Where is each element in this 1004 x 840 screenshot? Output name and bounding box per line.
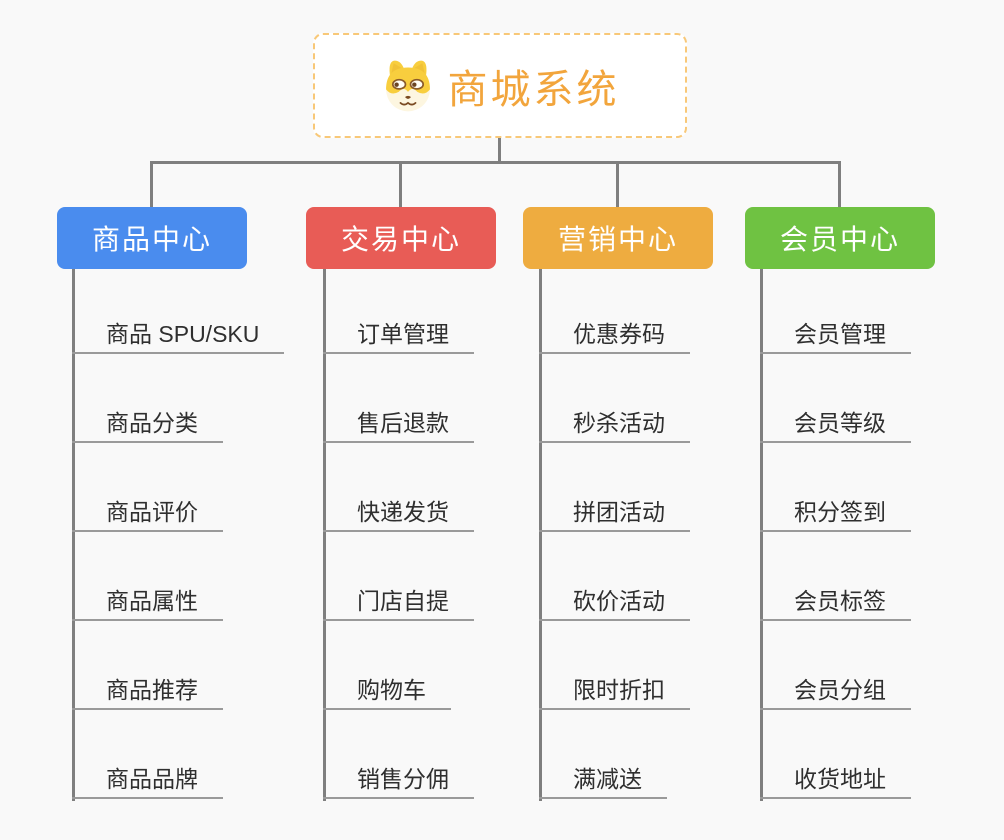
branch-item[interactable]: 商品评价	[72, 482, 223, 532]
branch-item[interactable]: 会员分组	[760, 660, 911, 710]
root-title: 商城系统	[447, 67, 620, 112]
branch-item[interactable]: 快递发货	[323, 482, 474, 532]
branch-item[interactable]: 秒杀活动	[539, 393, 690, 443]
branch-header-marketing[interactable]: 营销中心	[523, 207, 713, 269]
branch-items-trade: 订单管理 售后退款 快递发货 门店自提 购物车 销售分佣	[323, 304, 474, 799]
branch-trunk-marketing	[539, 266, 542, 801]
connector-bus	[150, 161, 841, 164]
branch-item[interactable]: 订单管理	[323, 304, 474, 354]
connector-drop-product	[150, 161, 153, 208]
connector-drop-member	[838, 161, 841, 208]
branch-item[interactable]: 满减送	[539, 749, 667, 799]
branch-item[interactable]: 拼团活动	[539, 482, 690, 532]
branch-header-trade[interactable]: 交易中心	[306, 207, 496, 269]
branch-item[interactable]: 砍价活动	[539, 571, 690, 621]
connector-root-drop	[498, 137, 501, 163]
branch-item[interactable]: 商品属性	[72, 571, 223, 621]
branch-items-member: 会员管理 会员等级 积分签到 会员标签 会员分组 收货地址	[760, 304, 911, 799]
branch-item[interactable]: 商品分类	[72, 393, 223, 443]
branch-item[interactable]: 积分签到	[760, 482, 911, 532]
root-node[interactable]: 商城系统	[313, 33, 687, 138]
branch-item[interactable]: 商品推荐	[72, 660, 223, 710]
branch-item[interactable]: 商品品牌	[72, 749, 223, 799]
branch-trunk-trade	[323, 266, 326, 801]
branch-items-product: 商品 SPU/SKU 商品分类 商品评价 商品属性 商品推荐 商品品牌	[72, 304, 285, 799]
branch-item[interactable]: 购物车	[323, 660, 451, 710]
connector-drop-trade	[399, 161, 402, 208]
branch-item[interactable]: 商品 SPU/SKU	[72, 304, 285, 354]
branch-item[interactable]: 优惠券码	[539, 304, 690, 354]
branch-item[interactable]: 会员标签	[760, 571, 911, 621]
shiba-dog-icon	[381, 57, 435, 115]
branch-item[interactable]: 收货地址	[760, 749, 911, 799]
branch-header-member[interactable]: 会员中心	[745, 207, 935, 269]
branch-item[interactable]: 销售分佣	[323, 749, 474, 799]
branch-item[interactable]: 会员等级	[760, 393, 911, 443]
branch-item[interactable]: 会员管理	[760, 304, 911, 354]
branch-trunk-product	[72, 266, 75, 801]
branch-header-product[interactable]: 商品中心	[57, 207, 247, 269]
branch-trunk-member	[760, 266, 763, 801]
branch-items-marketing: 优惠券码 秒杀活动 拼团活动 砍价活动 限时折扣 满减送	[539, 304, 690, 799]
connector-drop-marketing	[616, 161, 619, 208]
branch-item[interactable]: 售后退款	[323, 393, 474, 443]
branch-item[interactable]: 门店自提	[323, 571, 474, 621]
branch-item[interactable]: 限时折扣	[539, 660, 690, 710]
